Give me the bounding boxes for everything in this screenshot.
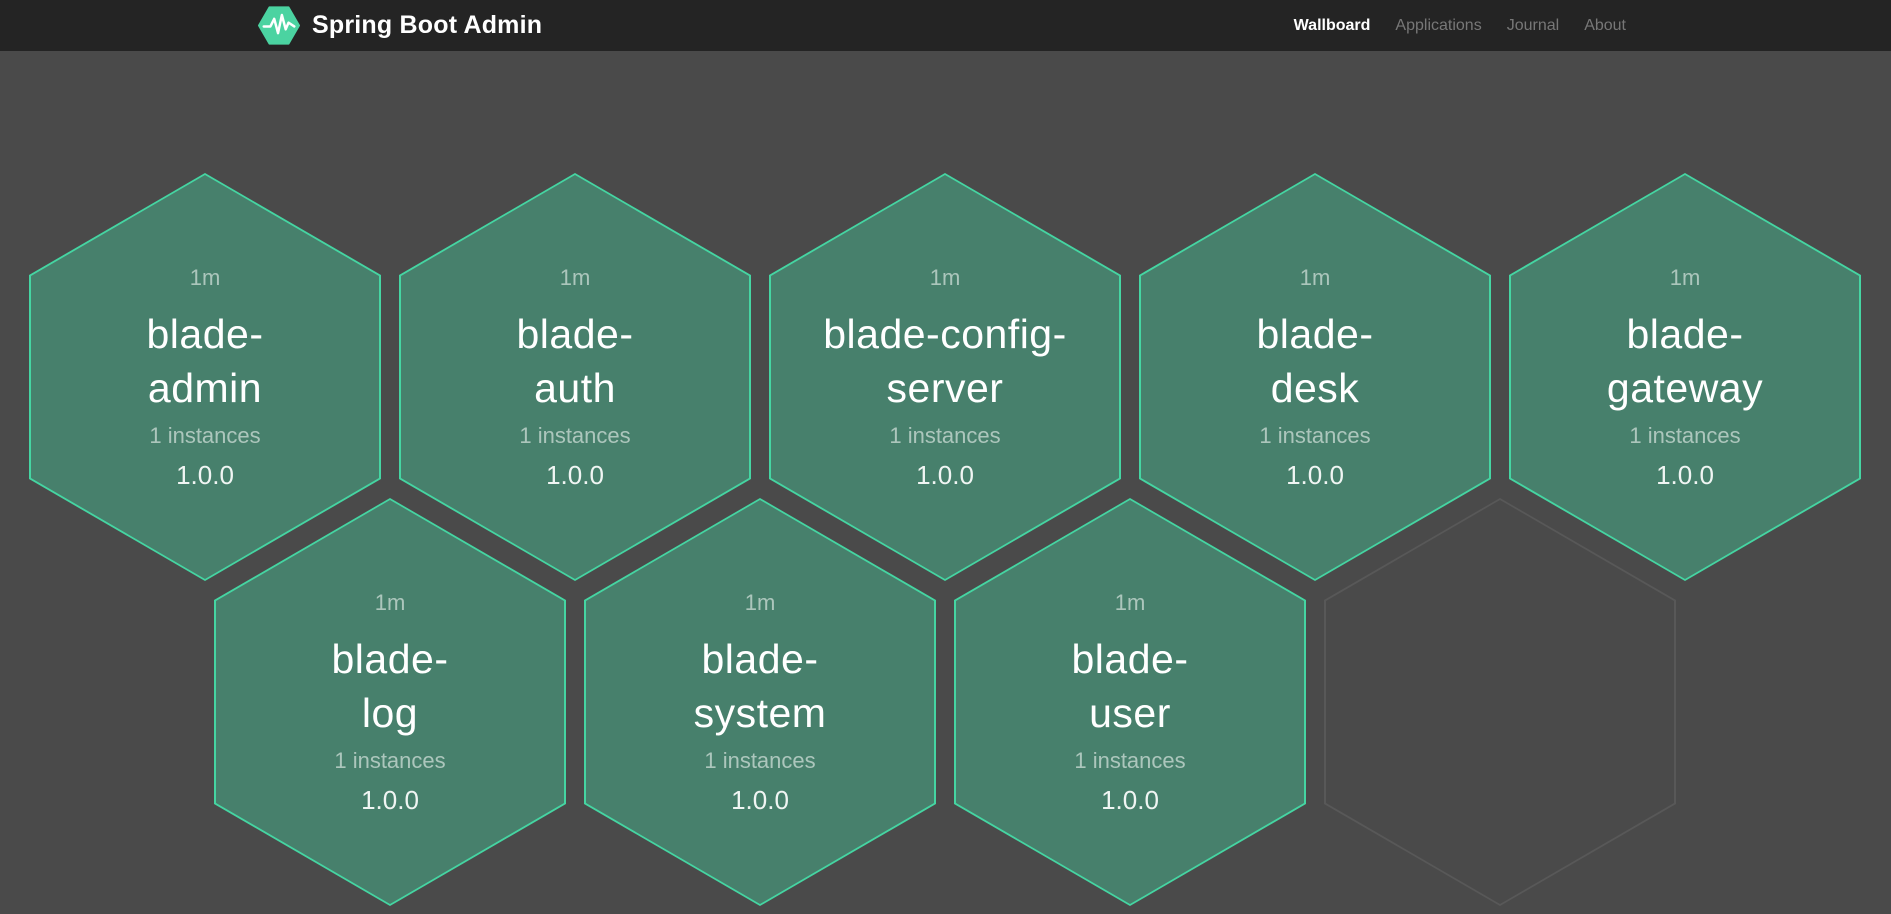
app-name-line1: blade- bbox=[331, 636, 449, 682]
hexagon-blade-auth[interactable]: 1m blade- auth 1 instances 1.0.0 bbox=[399, 173, 751, 581]
nav-item-wallboard[interactable]: Wallboard bbox=[1293, 16, 1371, 34]
instances-label: 1 instances bbox=[1074, 748, 1186, 773]
spring-boot-admin-logo-icon bbox=[258, 6, 300, 45]
version-label: 1.0.0 bbox=[1101, 785, 1159, 815]
brand-title: Spring Boot Admin bbox=[312, 11, 543, 39]
app-name: blade- log bbox=[216, 632, 564, 740]
hexagon-content: 1m blade- auth 1 instances 1.0.0 bbox=[401, 175, 749, 579]
empty-hexagon-content bbox=[1326, 500, 1674, 904]
app-name: blade- system bbox=[586, 632, 934, 740]
hexagon-blade-gateway[interactable]: 1m blade- gateway 1 instances 1.0.0 bbox=[1509, 173, 1861, 581]
app-name-line1: blade- bbox=[1071, 636, 1189, 682]
hexagon-blade-system[interactable]: 1m blade- system 1 instances 1.0.0 bbox=[584, 498, 936, 906]
hexagon-content: 1m blade- admin 1 instances 1.0.0 bbox=[31, 175, 379, 579]
brand-link[interactable]: Spring Boot Admin bbox=[258, 0, 542, 51]
version-label: 1.0.0 bbox=[916, 460, 974, 490]
nav-item-about[interactable]: About bbox=[1584, 16, 1626, 34]
app-name-line2: system bbox=[693, 690, 827, 736]
app-name-line1: blade- bbox=[516, 311, 634, 357]
uptime-label: 1m bbox=[1114, 590, 1146, 615]
uptime-label: 1m bbox=[1299, 265, 1331, 290]
hexagon-content: 1m blade- user 1 instances 1.0.0 bbox=[956, 500, 1304, 904]
app-name: blade- desk bbox=[1141, 307, 1489, 415]
app-name-line1: blade- bbox=[146, 311, 264, 357]
app-name-line2: admin bbox=[147, 365, 263, 411]
app-name: blade- admin bbox=[31, 307, 379, 415]
instances-label: 1 instances bbox=[704, 748, 816, 773]
app-name-line2: auth bbox=[534, 365, 616, 411]
instances-label: 1 instances bbox=[334, 748, 446, 773]
hexagon-content: 1m blade- system 1 instances 1.0.0 bbox=[586, 500, 934, 904]
app-name-line1: blade- bbox=[701, 636, 819, 682]
app-name-line2: server bbox=[886, 365, 1004, 411]
app-name: blade- auth bbox=[401, 307, 749, 415]
version-label: 1.0.0 bbox=[731, 785, 789, 815]
top-navbar: Spring Boot Admin Wallboard Applications… bbox=[0, 0, 1891, 51]
hexagon-blade-admin[interactable]: 1m blade- admin 1 instances 1.0.0 bbox=[29, 173, 381, 581]
hexagon-blade-user[interactable]: 1m blade- user 1 instances 1.0.0 bbox=[954, 498, 1306, 906]
version-label: 1.0.0 bbox=[1286, 460, 1344, 490]
hexagon-content: 1m blade- desk 1 instances 1.0.0 bbox=[1141, 175, 1489, 579]
app-name-line1: blade-config- bbox=[823, 311, 1067, 357]
uptime-label: 1m bbox=[559, 265, 591, 290]
app-name: blade-config- server bbox=[771, 307, 1119, 415]
uptime-label: 1m bbox=[189, 265, 221, 290]
nav-item-applications[interactable]: Applications bbox=[1395, 16, 1482, 34]
wallboard-honeycomb: 1m blade- admin 1 instances 1.0.0 1m bla… bbox=[0, 51, 1891, 914]
version-label: 1.0.0 bbox=[176, 460, 234, 490]
instances-label: 1 instances bbox=[1259, 423, 1371, 448]
hexagon-content: 1m blade- log 1 instances 1.0.0 bbox=[216, 500, 564, 904]
app-name-line2: desk bbox=[1270, 365, 1360, 411]
app-name-line2: user bbox=[1089, 690, 1171, 736]
version-label: 1.0.0 bbox=[1656, 460, 1714, 490]
hexagon-blade-desk[interactable]: 1m blade- desk 1 instances 1.0.0 bbox=[1139, 173, 1491, 581]
app-name: blade- gateway bbox=[1511, 307, 1859, 415]
app-name-line2: log bbox=[361, 690, 419, 736]
instances-label: 1 instances bbox=[1629, 423, 1741, 448]
version-label: 1.0.0 bbox=[546, 460, 604, 490]
uptime-label: 1m bbox=[929, 265, 961, 290]
main-nav: Wallboard Applications Journal About bbox=[1294, 0, 1626, 51]
uptime-label: 1m bbox=[374, 590, 406, 615]
hexagon-blade-config-server[interactable]: 1m blade-config- server 1 instances 1.0.… bbox=[769, 173, 1121, 581]
app-name-line1: blade- bbox=[1626, 311, 1744, 357]
instances-label: 1 instances bbox=[149, 423, 261, 448]
nav-item-journal[interactable]: Journal bbox=[1506, 16, 1560, 34]
instances-label: 1 instances bbox=[519, 423, 631, 448]
app-name-line2: gateway bbox=[1606, 365, 1764, 411]
instances-label: 1 instances bbox=[889, 423, 1001, 448]
app-name: blade- user bbox=[956, 632, 1304, 740]
hexagon-content: 1m blade- gateway 1 instances 1.0.0 bbox=[1511, 175, 1859, 579]
app-name-line1: blade- bbox=[1256, 311, 1374, 357]
uptime-label: 1m bbox=[1669, 265, 1701, 290]
version-label: 1.0.0 bbox=[361, 785, 419, 815]
hexagon-content: 1m blade-config- server 1 instances 1.0.… bbox=[771, 175, 1119, 579]
hexagon-blade-log[interactable]: 1m blade- log 1 instances 1.0.0 bbox=[214, 498, 566, 906]
empty-hexagon-slot bbox=[1324, 498, 1676, 906]
uptime-label: 1m bbox=[744, 590, 776, 615]
